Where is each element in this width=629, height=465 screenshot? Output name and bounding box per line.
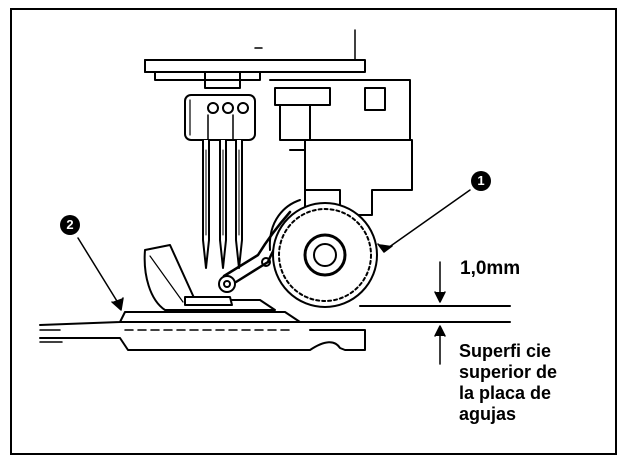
surface-label-line-2: superior de (459, 362, 558, 382)
dimension-arrows (434, 261, 446, 365)
gap-measurement-label: 1,0mm (460, 258, 521, 279)
needles (202, 139, 243, 269)
callout-badge-1: 1 (471, 171, 491, 191)
callout-leaders (77, 189, 471, 311)
needle-plate (39, 311, 511, 351)
callout-badge-2: 2 (60, 215, 80, 235)
surface-label-line-3: la placa de (459, 383, 552, 403)
presser-foot (143, 244, 276, 311)
needle-clamp (184, 94, 256, 141)
surface-label-line-4: agujas (459, 404, 517, 424)
needle-plate-surface-label: Superfi cie superior de la placa de aguj… (459, 341, 609, 425)
toothed-gear (268, 199, 378, 308)
surface-label-line-1: Superfi cie (459, 341, 552, 361)
needle-bar-housing (144, 29, 411, 141)
